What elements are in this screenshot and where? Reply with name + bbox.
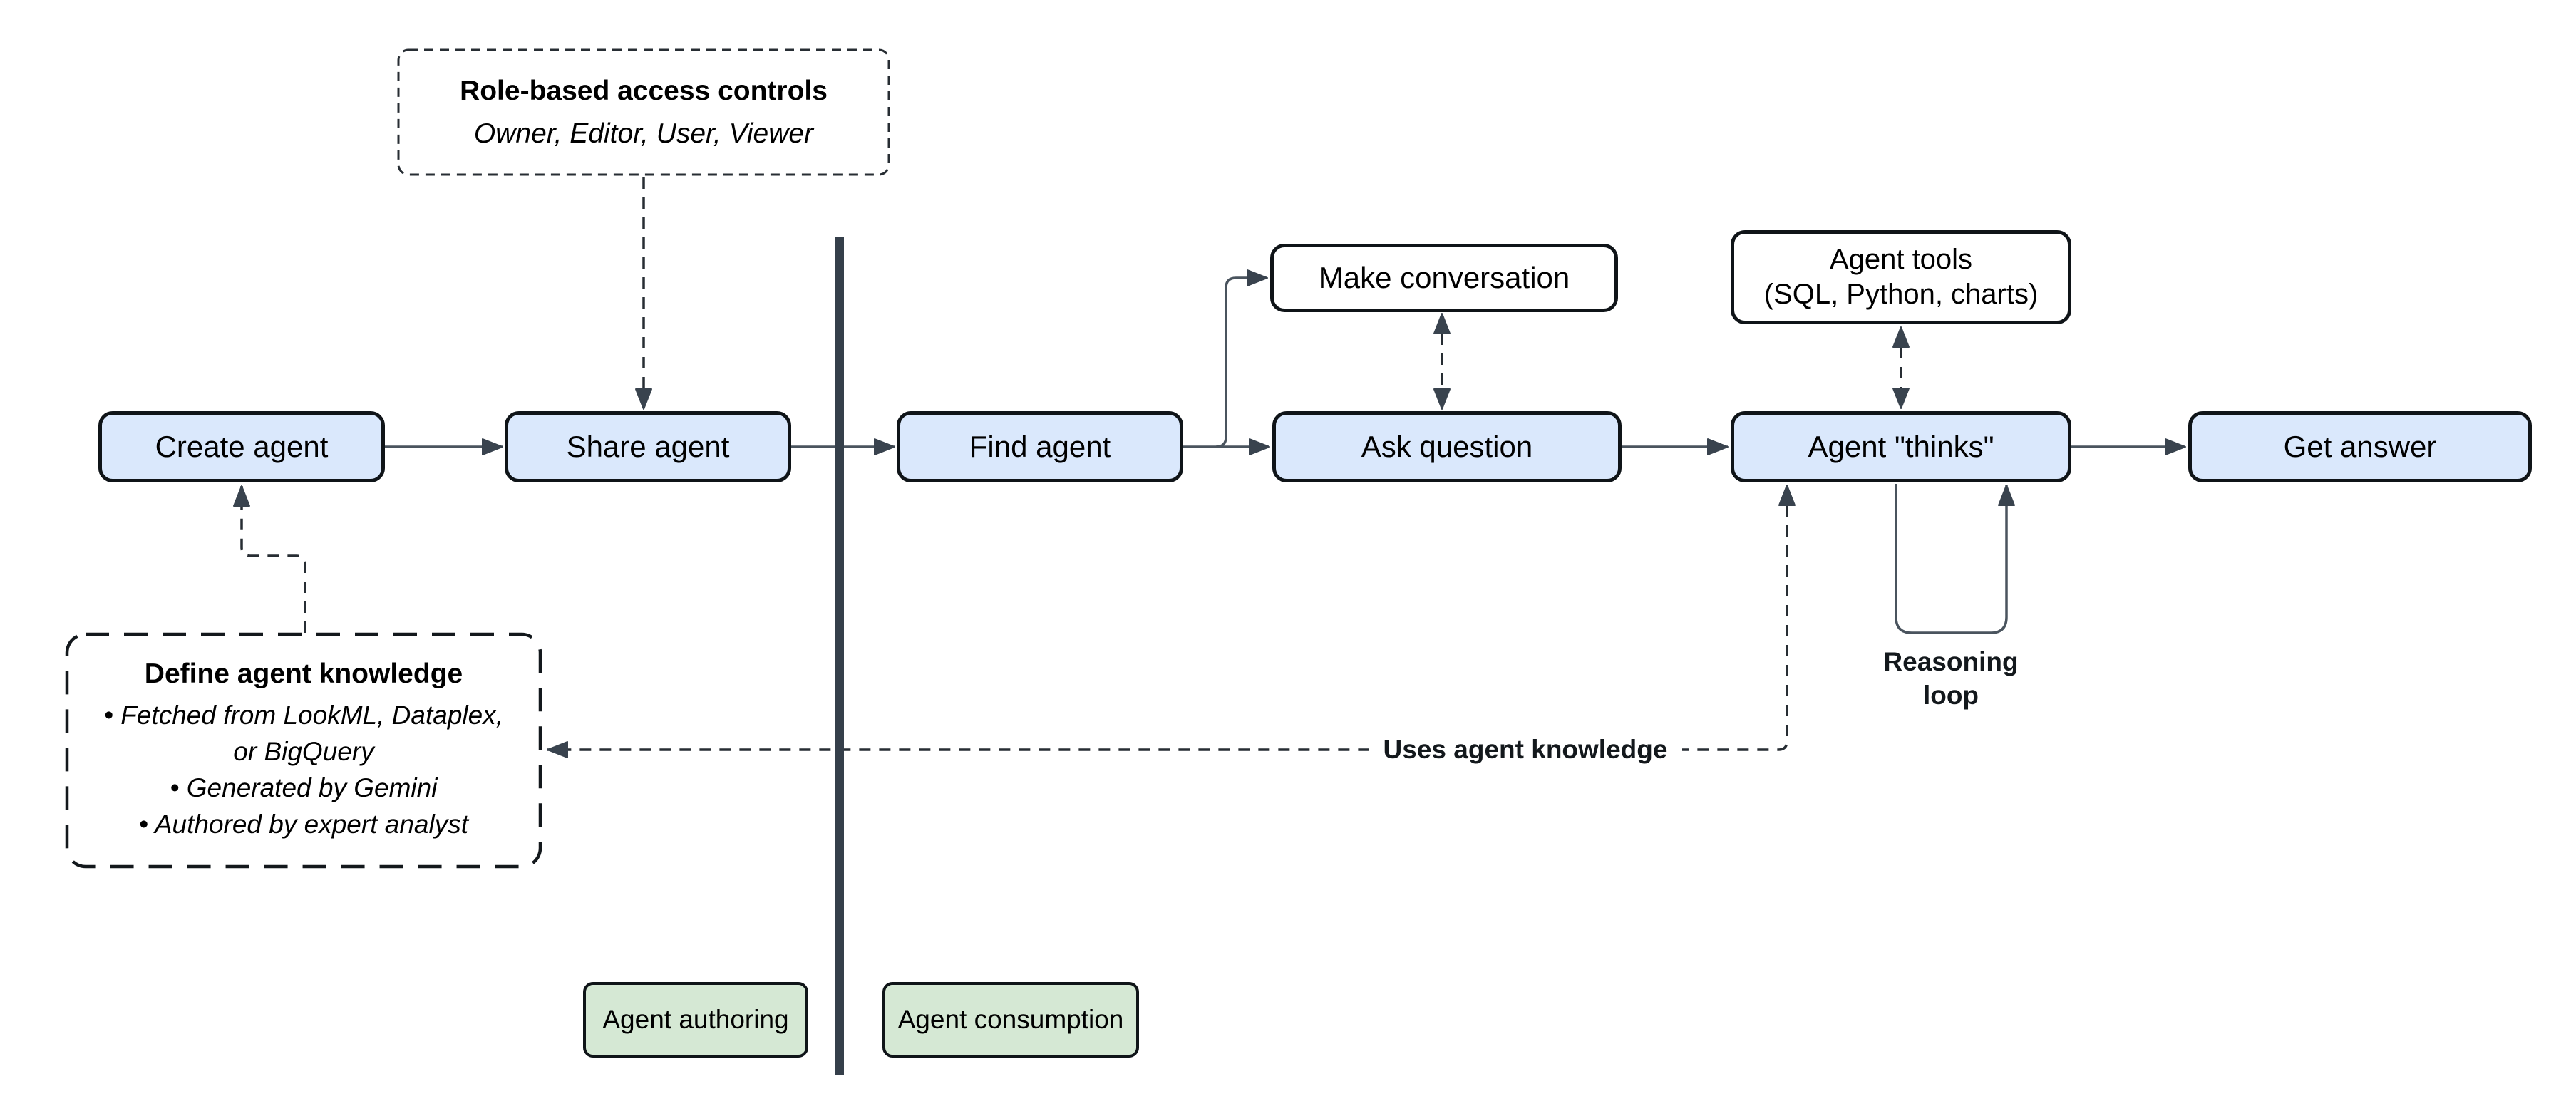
node-label: Share agent bbox=[566, 430, 730, 464]
node-label: Create agent bbox=[155, 430, 329, 464]
knowledge-bullet: • Generated by Gemini bbox=[170, 773, 438, 802]
connector-find-to-make-conversation bbox=[1215, 269, 1268, 448]
zone-agent-consumption: Agent consumption bbox=[882, 982, 1139, 1058]
access-controls-roles: Owner, Editor, User, Viewer bbox=[473, 118, 814, 149]
knowledge-annotation: Define agent knowledge • Fetched from Lo… bbox=[67, 634, 540, 867]
node-share-agent: Share agent bbox=[505, 411, 791, 482]
knowledge-bullet: • Authored by expert analyst bbox=[138, 810, 468, 839]
knowledge-title: Define agent knowledge bbox=[144, 658, 463, 689]
knowledge-bullet-list: • Fetched from LookML, Dataplex, or BigQ… bbox=[96, 697, 512, 842]
reasoning-loop-arrow bbox=[1895, 484, 2015, 634]
node-make-conversation: Make conversation bbox=[1270, 244, 1618, 312]
zone-agent-authoring: Agent authoring bbox=[583, 982, 808, 1058]
knowledge-box-outline bbox=[65, 632, 542, 869]
node-create-agent: Create agent bbox=[98, 411, 385, 482]
node-label: Find agent bbox=[969, 430, 1111, 464]
zone-divider bbox=[835, 237, 844, 1075]
node-label: Make conversation bbox=[1318, 261, 1570, 295]
uses-knowledge-arrow bbox=[547, 485, 1796, 758]
knowledge-bullet: • Fetched from LookML, Dataplex, or BigQ… bbox=[104, 700, 503, 766]
agent-tools-line1: Agent tools bbox=[1829, 244, 1973, 276]
knowledge-to-create-arrow bbox=[233, 485, 306, 633]
node-agent-tools: Agent tools (SQL, Python, charts) bbox=[1731, 230, 2071, 324]
reasoning-loop-label: Reasoning loop bbox=[1883, 647, 2019, 710]
node-label: Ask question bbox=[1361, 430, 1533, 464]
node-label: Get answer bbox=[2283, 430, 2437, 464]
node-label: Agent "thinks" bbox=[1808, 430, 1994, 464]
node-get-answer: Get answer bbox=[2188, 411, 2532, 482]
access-controls-box-outline bbox=[397, 48, 890, 176]
node-agent-thinks: Agent "thinks" bbox=[1731, 411, 2071, 482]
node-ask-question: Ask question bbox=[1272, 411, 1622, 482]
node-find-agent: Find agent bbox=[897, 411, 1183, 482]
uses-agent-knowledge-label: Uses agent knowledge bbox=[1369, 730, 1682, 770]
access-controls-title: Role-based access controls bbox=[460, 75, 828, 106]
access-controls-annotation: Role-based access controls Owner, Editor… bbox=[398, 50, 889, 175]
agent-tools-line2: (SQL, Python, charts) bbox=[1763, 279, 2039, 310]
